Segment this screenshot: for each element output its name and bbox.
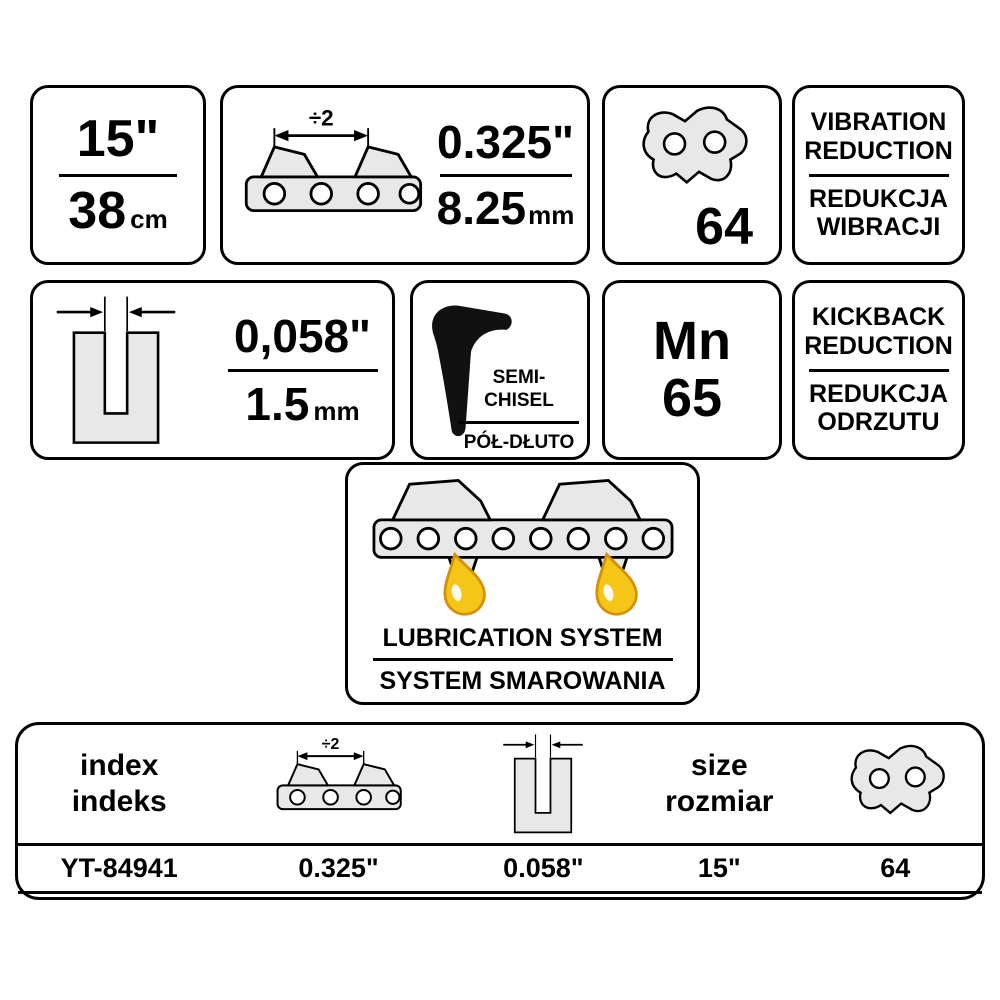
pitch-dim-label: ÷2 bbox=[322, 736, 340, 753]
gauge-groove-diagram-icon bbox=[56, 296, 175, 444]
material-grade: 65 bbox=[661, 368, 723, 428]
drive-links-count: 64 bbox=[695, 198, 753, 256]
gauge-groove-diagram-icon bbox=[503, 734, 584, 834]
vibration-pl-line2: WIBRACJI bbox=[816, 213, 941, 242]
pitch-metric-unit: mm bbox=[528, 199, 575, 230]
table-header-index: index indeks bbox=[18, 725, 220, 843]
table-header-drive-links bbox=[808, 725, 982, 843]
pitch-dim-label: ÷2 bbox=[308, 105, 333, 130]
value-size: 15" bbox=[697, 853, 741, 883]
size-label-pl: rozmiar bbox=[665, 785, 774, 818]
drive-link-icon bbox=[642, 106, 748, 185]
material-symbol: Mn bbox=[653, 311, 731, 372]
vibration-pl-line1: REDUKCJA bbox=[809, 184, 948, 213]
pitch-metric-value: 8.25 bbox=[436, 181, 527, 234]
spec-table: index indeks ÷2 bbox=[15, 722, 985, 900]
value-index: YT-84941 bbox=[60, 853, 178, 883]
gauge-inches: 0,058" bbox=[234, 310, 371, 363]
lubricated-chain-icon bbox=[372, 479, 673, 616]
spec-box-vibration-reduction: VIBRATION REDUCTION REDUKCJA WIBRACJI bbox=[792, 85, 965, 265]
spec-box-material: Mn 65 bbox=[602, 280, 782, 460]
oil-drop-icon bbox=[443, 551, 486, 616]
chain-pitch-diagram-icon: ÷2 bbox=[244, 105, 422, 213]
value-drive-links: 64 bbox=[880, 853, 911, 883]
vibration-en-line2: REDUCTION bbox=[804, 136, 953, 165]
bar-length-metric-value: 38 bbox=[68, 181, 127, 240]
divider bbox=[59, 173, 177, 177]
size-label-en: size bbox=[690, 749, 748, 782]
spec-box-pitch: ÷2 0.325" 8.25 mm bbox=[220, 85, 590, 265]
vibration-en-line1: VIBRATION bbox=[810, 108, 947, 136]
kickback-pl-line2: ODRZUTU bbox=[817, 408, 940, 437]
cutter-type-en: SEMI-CHISEL bbox=[484, 367, 554, 411]
divider bbox=[459, 420, 579, 424]
divider bbox=[227, 368, 378, 372]
chain-pitch-diagram-icon: ÷2 bbox=[276, 736, 402, 811]
cutter-type-pl: PÓŁ-DŁUTO bbox=[463, 431, 575, 453]
lubrication-pl: SYSTEM SMAROWANIA bbox=[379, 667, 666, 695]
table-divider bbox=[18, 891, 982, 894]
table-header-gauge bbox=[457, 725, 631, 843]
divider bbox=[439, 173, 572, 177]
spec-box-bar-length: 15" 38 cm bbox=[30, 85, 206, 265]
spec-table-header-row: index indeks ÷2 bbox=[18, 725, 982, 843]
gauge-metric-unit: mm bbox=[313, 395, 360, 426]
spec-box-lubrication: LUBRICATION SYSTEM SYSTEM SMAROWANIA bbox=[345, 462, 700, 705]
value-pitch: 0.325" bbox=[298, 853, 379, 883]
drive-link-icon bbox=[850, 744, 946, 815]
pitch-inches: 0.325" bbox=[437, 116, 574, 169]
gauge-metric-value: 1.5 bbox=[245, 377, 310, 430]
spec-box-cutter-type: SEMI-CHISEL PÓŁ-DŁUTO bbox=[410, 280, 590, 460]
bar-length-inches: 15" bbox=[76, 109, 160, 168]
kickback-en-line1: KICKBACK bbox=[811, 303, 946, 331]
table-header-size: size rozmiar bbox=[630, 725, 808, 843]
spec-box-kickback-reduction: KICKBACK REDUCTION REDUKCJA ODRZUTU bbox=[792, 280, 965, 460]
table-header-pitch: ÷2 bbox=[220, 725, 456, 843]
value-gauge: 0.058" bbox=[503, 853, 584, 883]
spec-table-values-row: YT-84941 0.325" 0.058" 15" 64 bbox=[18, 846, 982, 891]
bar-length-metric-unit: cm bbox=[130, 203, 168, 234]
divider bbox=[372, 658, 673, 661]
divider bbox=[808, 173, 949, 177]
semi-chisel-profile-icon bbox=[432, 305, 512, 437]
spec-box-drive-links: 64 bbox=[602, 85, 782, 265]
oil-drop-icon bbox=[594, 551, 638, 616]
table-divider bbox=[18, 843, 982, 846]
spec-box-gauge: 0,058" 1.5 mm bbox=[30, 280, 395, 460]
index-label-pl: indeks bbox=[71, 785, 167, 818]
kickback-pl-line1: REDUKCJA bbox=[809, 379, 948, 408]
divider bbox=[808, 368, 949, 372]
lubrication-en: LUBRICATION SYSTEM bbox=[382, 624, 663, 652]
index-label-en: index bbox=[80, 749, 159, 782]
kickback-en-line2: REDUCTION bbox=[804, 331, 953, 360]
